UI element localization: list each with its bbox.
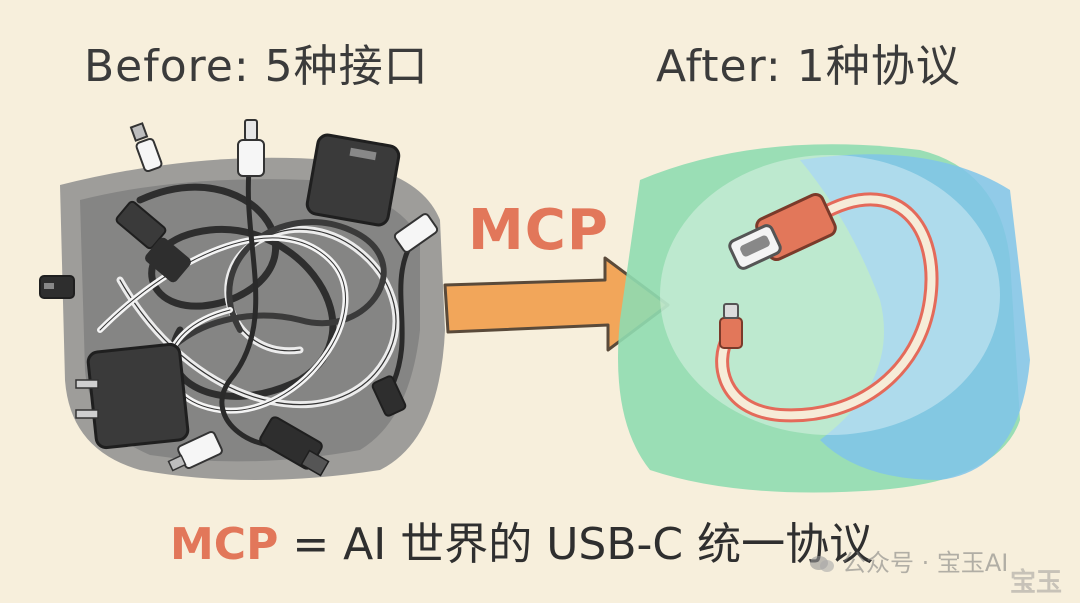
watermark-stamp: 宝玉 [1010,568,1063,598]
micro-usb-connector-left [39,275,75,299]
white-connector-right [393,213,439,253]
arrow-label: MCP [468,198,609,263]
micro-connector-end [719,303,743,349]
wechat-icon [810,556,834,572]
micro-usb-connector-right [371,375,407,417]
watermark: 公众号 · 宝玉AI [808,543,1008,578]
caption: MCP = AI 世界的 USB-C 统一协议 [170,508,873,572]
usb-c-cable [715,192,939,423]
caption-text: = AI 世界的 USB-C 统一协议 [278,519,874,570]
after-background [618,144,1030,493]
tangled-cables [97,157,423,448]
wall-plug-adapter [75,342,190,450]
hdmi-connector-bottom [259,416,330,477]
usb-connector-top-left [129,122,163,173]
usb-c-connector [728,192,837,270]
power-adapter-top-right [305,133,401,227]
watermark-text: 公众号 · 宝玉AI [842,549,1009,577]
usb-a-connector-left [115,200,191,283]
after-title: After: 1种协议 [656,41,961,92]
white-usb-connector-bottom [167,430,223,472]
lightning-connector [237,119,265,177]
caption-accent: MCP [170,519,279,570]
before-title: Before: 5种接口 [84,41,429,92]
